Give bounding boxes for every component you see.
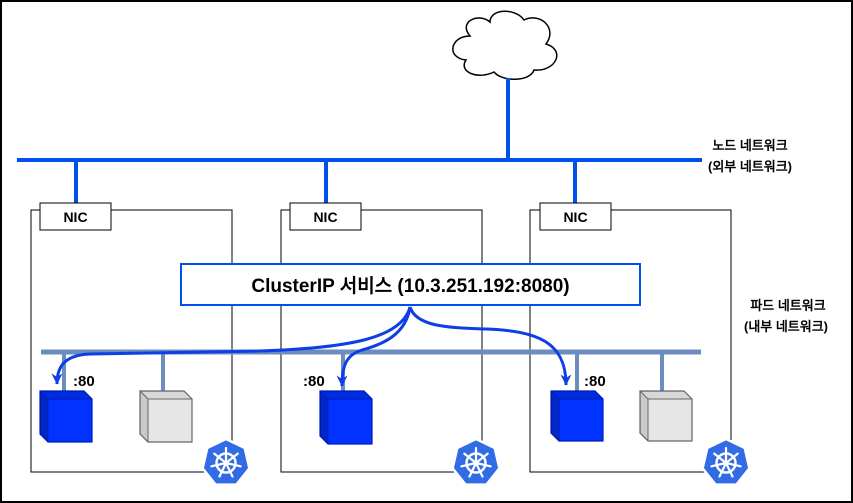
node-1-kubernetes-icon: [201, 437, 251, 486]
cube-body: [319, 390, 373, 445]
node-2-pod-port-label: :80: [303, 373, 325, 390]
cube-left-face: [551, 391, 559, 441]
node-2-nic-label: NIC: [313, 209, 337, 225]
cube-top-face: [40, 391, 92, 399]
cube-body: [39, 390, 93, 443]
node-3-pod-port-label: :80: [584, 373, 606, 390]
pod-network-label: 파드 네트워크: [750, 298, 825, 313]
cube-left-face: [320, 391, 328, 444]
cube-top-face: [551, 391, 603, 399]
cube-body: [639, 390, 693, 442]
node-3-other-pod-cube-icon: [639, 390, 693, 442]
clusterip-service-box: [180, 263, 641, 306]
cube-top-face: [140, 391, 192, 399]
cube-top-face: [640, 391, 692, 399]
node-3-nic-label: NIC: [563, 209, 587, 225]
cube-left-face: [140, 391, 148, 442]
node-3-target-pod-cube-icon: [550, 390, 604, 442]
cloud-icon: [452, 10, 558, 80]
node-1-pod-port-label: :80: [73, 373, 95, 390]
node-network-sublabel: (외부 네트워크): [708, 159, 792, 174]
cube-left-face: [640, 391, 648, 441]
node-2-kubernetes-icon: [451, 437, 501, 486]
node-1-target-pod-cube-icon: [39, 390, 93, 443]
node-2-box: [280, 209, 483, 473]
node-1-nic-label: NIC: [63, 209, 87, 225]
node-1-nic-box: [39, 202, 112, 231]
service-to-node-3-pod-arrow: [408, 306, 572, 386]
clusterip-service-label: ClusterIP 서비스 (10.3.251.192:8080): [251, 275, 569, 297]
cube-top-face: [320, 391, 372, 399]
pod-network-sublabel: (내부 네트워크): [744, 319, 828, 334]
cube-left-face: [40, 391, 48, 442]
service-to-node-1-pod-arrow: [51, 306, 412, 385]
node-3-nic-box: [539, 202, 612, 231]
node-2-target-pod-cube-icon: [319, 390, 373, 445]
node-2-nic-box: [289, 202, 362, 231]
node-3-kubernetes-icon: [701, 437, 751, 486]
node-network-label: 노드 네트워크: [712, 138, 787, 153]
service-to-node-2-pod-arrow: [336, 306, 412, 387]
cube-body: [139, 390, 193, 443]
cube-body: [550, 390, 604, 442]
node-1-other-pod-cube-icon: [139, 390, 193, 443]
